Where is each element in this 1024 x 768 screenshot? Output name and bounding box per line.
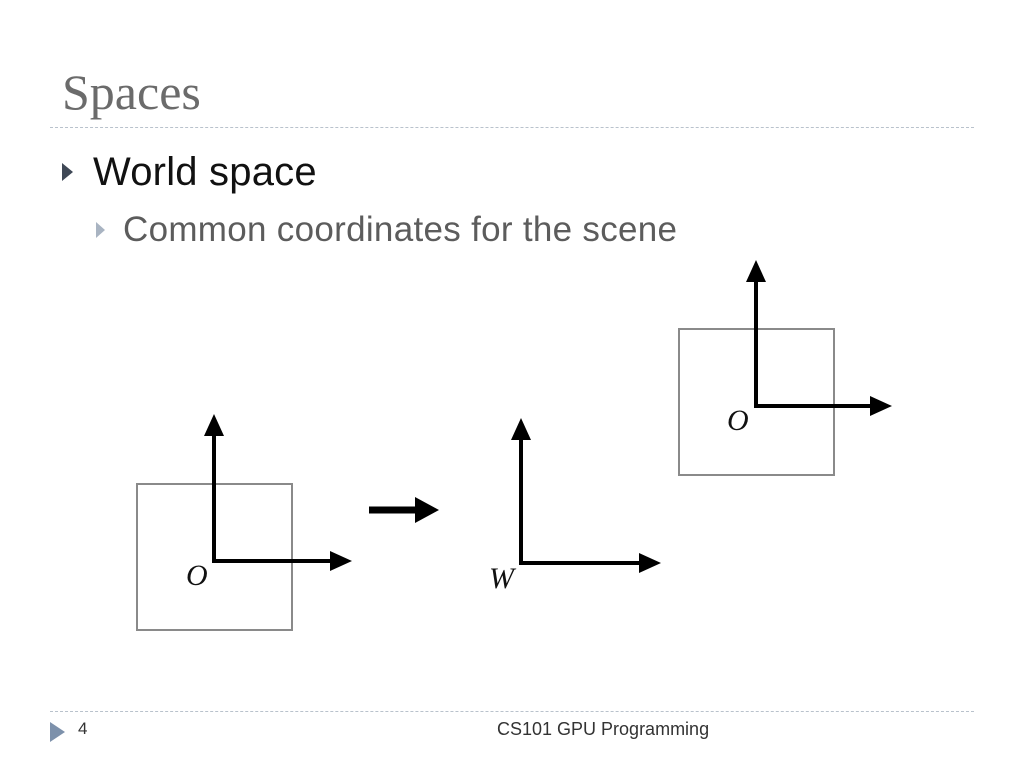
footer-triangle-icon xyxy=(50,722,65,742)
world-origin-label: W xyxy=(489,562,517,595)
footer-divider xyxy=(50,711,974,712)
world-space-frame: W xyxy=(489,418,661,595)
bullet-level-1: World space xyxy=(62,146,317,198)
object-space-frame: O xyxy=(136,414,352,631)
transform-arrow xyxy=(369,497,439,523)
bullet-level-2: Common coordinates for the scene xyxy=(96,207,677,253)
world-y-arrowhead xyxy=(511,418,531,440)
object-origin-label: O xyxy=(186,559,208,592)
bullet-triangle-icon xyxy=(62,163,73,181)
footer-course-title: CS101 GPU Programming xyxy=(497,719,710,739)
slide-title: Spaces xyxy=(62,64,201,120)
placed-x-arrowhead xyxy=(870,396,892,416)
page-number: 4 xyxy=(78,719,88,738)
sub-bullet-triangle-icon xyxy=(96,222,105,238)
title-divider xyxy=(50,127,974,128)
sub-bullet-text: Common coordinates for the scene xyxy=(123,210,678,249)
placed-object-frame: O xyxy=(678,260,892,476)
object-y-arrowhead xyxy=(204,414,224,436)
placed-y-arrowhead xyxy=(746,260,766,282)
placed-origin-label: O xyxy=(727,404,749,437)
bullet-text: World space xyxy=(93,149,317,194)
object-x-arrowhead xyxy=(330,551,352,571)
world-x-arrowhead xyxy=(639,553,661,573)
